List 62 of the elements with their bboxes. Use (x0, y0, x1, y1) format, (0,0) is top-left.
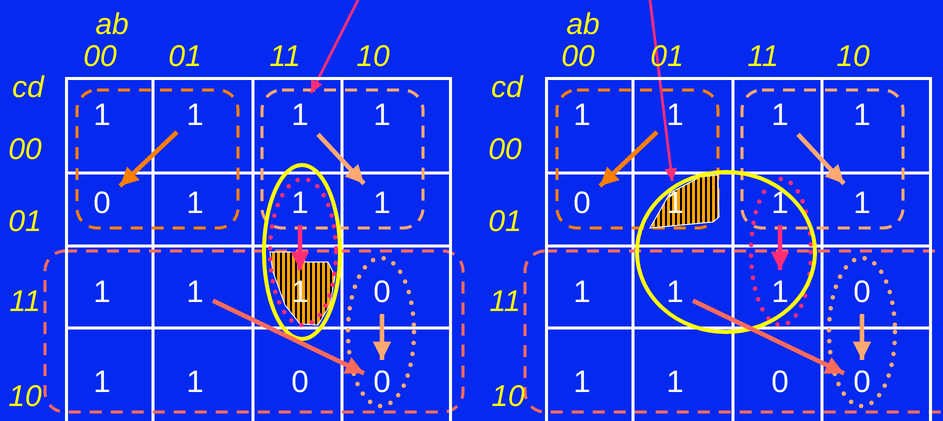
cell-value: 1 (762, 270, 798, 314)
variable-label: ab (95, 10, 129, 40)
row-label: 11 (9, 287, 41, 317)
arrow (770, 225, 790, 270)
arrow (310, 0, 360, 94)
column-label: 11 (269, 42, 301, 72)
cell-value: 1 (84, 270, 120, 314)
column-label: 00 (561, 42, 595, 72)
cell-value: 0 (844, 270, 880, 314)
cell-value: 0 (282, 360, 318, 404)
cell-value: 1 (364, 181, 400, 225)
cell-value: 1 (564, 360, 600, 404)
arrow (598, 130, 659, 188)
cell-value: 1 (564, 270, 600, 314)
row-label: 00 (8, 135, 42, 165)
cell-value: 1 (844, 93, 880, 137)
row-label: 10 (8, 382, 42, 412)
arrow (290, 225, 310, 270)
column-label: 10 (356, 42, 390, 72)
column-label: 01 (168, 42, 202, 72)
cell-value: 0 (364, 360, 400, 404)
arrow (118, 130, 179, 188)
karnaugh-map-grid (545, 77, 932, 421)
row-label: 00 (488, 135, 522, 165)
variable-label: ab (566, 10, 600, 40)
arrow (316, 132, 366, 186)
cell-value: 0 (844, 360, 880, 404)
cell-value: 1 (84, 93, 120, 137)
row-label: 01 (488, 207, 522, 237)
cell-value: 1 (844, 181, 880, 225)
cell-value: 1 (762, 181, 798, 225)
cell-value: 1 (282, 181, 318, 225)
cell-value: 1 (564, 93, 600, 137)
arrow (372, 314, 392, 360)
cell-value: 1 (177, 360, 213, 404)
cell-value: 1 (177, 181, 213, 225)
cell-value: 0 (84, 181, 120, 225)
cell-value: 1 (657, 93, 693, 137)
arrow (796, 132, 846, 186)
cell-value: 1 (657, 270, 693, 314)
cell-value: 1 (364, 93, 400, 137)
cell-value: 1 (762, 93, 798, 137)
karnaugh-map-grid (65, 77, 452, 421)
cell-value: 0 (762, 360, 798, 404)
column-label: 00 (83, 42, 117, 72)
cell-value: 1 (84, 360, 120, 404)
arrow (212, 298, 365, 376)
cell-value: 1 (177, 93, 213, 137)
row-label: 11 (489, 287, 521, 317)
row-label: 01 (8, 207, 42, 237)
variable-label: cd (12, 73, 44, 103)
cell-value: 1 (177, 270, 213, 314)
column-label: 10 (836, 42, 870, 72)
cell-value: 1 (657, 360, 693, 404)
cell-value: 1 (282, 93, 318, 137)
variable-label: cd (491, 73, 523, 103)
arrow (692, 298, 845, 376)
arrow (852, 314, 872, 360)
cell-value: 0 (364, 270, 400, 314)
row-label: 10 (491, 382, 525, 412)
cell-value: 0 (564, 181, 600, 225)
column-label: 11 (747, 42, 779, 72)
